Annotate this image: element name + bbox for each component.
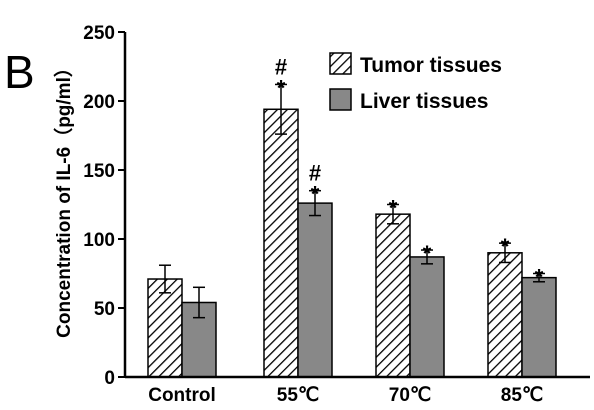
y-tick-label: 150 — [83, 161, 115, 182]
x-tick-label: 85℃ — [501, 385, 543, 406]
bar-group: *#***#** — [147, 54, 557, 378]
y-tick-label: 250 — [83, 23, 115, 44]
y-axis-label: Concentration of IL-6（pg/ml） — [52, 58, 75, 338]
bar-tumor — [487, 252, 523, 378]
bar-liver — [409, 256, 445, 378]
bar-tumor — [263, 108, 299, 378]
significance-star: * — [423, 241, 432, 266]
legend-swatch-tumor — [329, 52, 352, 75]
bar-liver — [297, 202, 333, 378]
legend: Tumor tissues Liver tissues — [329, 52, 502, 113]
legend-label-liver: Liver tissues — [360, 90, 488, 113]
significance-star: * — [277, 75, 286, 100]
legend-swatch-liver — [329, 88, 352, 111]
significance-star: * — [389, 196, 398, 221]
panel-label: B — [4, 46, 35, 98]
x-tick-label: 70℃ — [389, 385, 431, 406]
significance-star: * — [535, 265, 544, 290]
x-tick-label: Control — [148, 385, 216, 406]
legend-label-tumor: Tumor tissues — [360, 54, 502, 77]
bar-tumor — [375, 213, 411, 378]
y-tick-label: 0 — [104, 368, 115, 389]
axes: Control 55℃ 70℃ 85℃ — [123, 32, 590, 406]
significance-star: * — [501, 234, 510, 259]
significance-hash: # — [309, 161, 321, 186]
significance-star: * — [311, 182, 320, 207]
y-axis-ticks: 0 50 100 150 200 250 — [83, 23, 125, 389]
bar-tumor — [147, 278, 183, 378]
x-tick-label: 55℃ — [277, 385, 319, 406]
bar-liver — [521, 276, 557, 378]
y-tick-label: 50 — [94, 299, 115, 320]
significance-hash: # — [275, 54, 287, 79]
y-tick-label: 100 — [83, 230, 115, 251]
y-tick-label: 200 — [83, 92, 115, 113]
